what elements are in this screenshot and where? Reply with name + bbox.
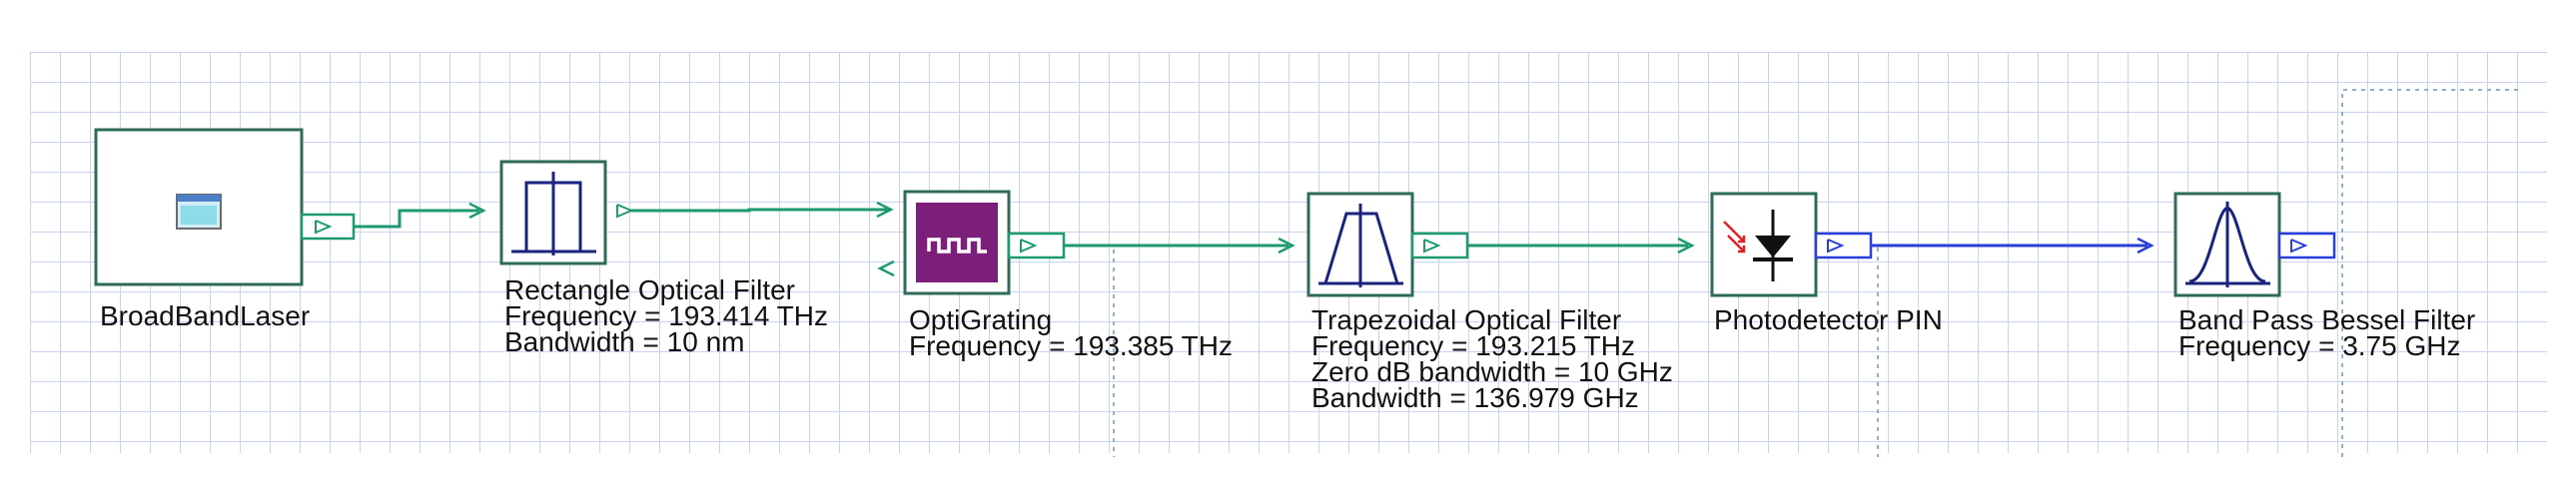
wire-rect-filter-to-grating[interactable] xyxy=(619,208,889,213)
wire-laser-to-rect-filter[interactable] xyxy=(338,209,479,229)
component-label-trapezoidal-optical-filter: Trapezoidal Optical Filter xyxy=(1311,304,1622,335)
component-broadbandlaser[interactable] xyxy=(94,128,356,286)
output-port-arrow xyxy=(1020,239,1038,253)
bessel-filter-icon xyxy=(2185,202,2270,287)
param-zero-db-bandwidth: Zero dB bandwidth = 10 GHz xyxy=(1311,356,1673,387)
grating-teeth xyxy=(927,238,987,253)
output-port-box[interactable] xyxy=(1814,232,1873,259)
output-port-arrow xyxy=(315,220,333,235)
output-port-arrow-back[interactable] xyxy=(877,259,895,277)
output-port-arrow xyxy=(2290,239,2308,253)
param-frequency: Frequency = 3.75 GHz xyxy=(2178,330,2461,361)
laser-source-icon xyxy=(176,194,222,230)
component-photodetector-pin[interactable] xyxy=(1710,192,1873,297)
output-port-arrow xyxy=(616,204,634,219)
optical-wires xyxy=(338,208,1688,248)
param-frequency: Frequency = 193.215 THz xyxy=(1311,330,1636,361)
rectangle-filter-icon xyxy=(511,172,596,255)
layout-grid xyxy=(30,52,2547,453)
input-port-arrow[interactable] xyxy=(876,201,894,219)
input-port-arrow[interactable] xyxy=(2137,237,2154,254)
input-port-arrow[interactable] xyxy=(468,202,486,220)
param-bandwidth: Bandwidth = 10 nm xyxy=(504,326,745,357)
component-rectangle-optical-filter[interactable] xyxy=(499,160,634,265)
component-trapezoidal-optical-filter[interactable] xyxy=(1306,192,1469,297)
photodiode-icon xyxy=(1723,210,1793,281)
component-label-rectangle-optical-filter: Rectangle Optical Filter xyxy=(504,274,796,305)
dashed-marker-line xyxy=(2341,89,2522,457)
param-frequency: Frequency = 193.385 THz xyxy=(909,330,1234,361)
component-label-band-pass-bessel-filter: Band Pass Bessel Filter xyxy=(2178,304,2476,335)
trapezoid-filter-icon xyxy=(1318,204,1403,287)
component-optigrating[interactable] xyxy=(903,190,1066,295)
component-band-pass-bessel-filter[interactable] xyxy=(2173,192,2336,297)
component-label-photodetector-pin: Photodetector PIN xyxy=(1714,304,1943,335)
component-label-optigrating: OptiGrating xyxy=(909,304,1053,335)
input-ports xyxy=(468,201,2154,277)
output-port-arrow xyxy=(1423,239,1441,253)
component-label-broadbandlaser: BroadBandLaser xyxy=(100,300,311,331)
dashed-markers xyxy=(1113,89,2522,457)
input-port-arrow[interactable] xyxy=(1677,237,1695,254)
output-port-arrow xyxy=(1827,239,1845,253)
param-frequency: Frequency = 193.414 THz xyxy=(504,300,829,331)
param-bandwidth: Bandwidth = 136.979 GHz xyxy=(1311,382,1639,413)
input-port-arrow[interactable] xyxy=(1278,237,1295,254)
